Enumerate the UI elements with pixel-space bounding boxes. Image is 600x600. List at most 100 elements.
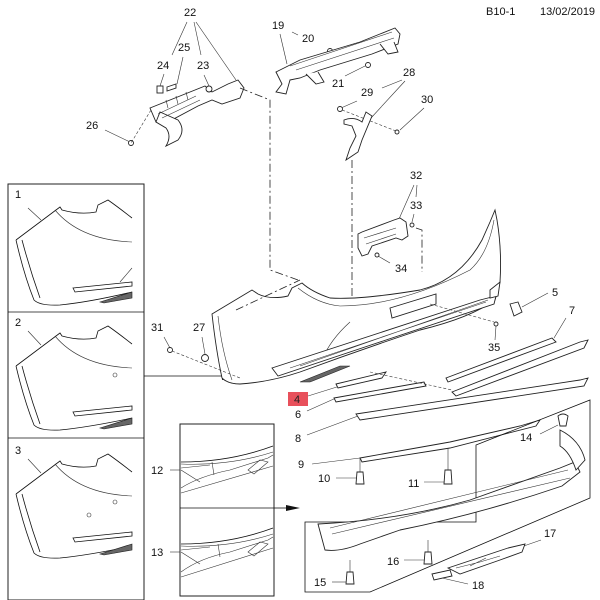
trim-strips[interactable]: 4 6 7 8 9 — [288, 305, 589, 471]
leader-line — [159, 73, 165, 87]
callout-8: 8 — [295, 433, 301, 445]
diagram-code: B10-1 — [486, 6, 516, 18]
callout-35: 35 — [488, 342, 500, 354]
tow-cover-assembly[interactable]: 5 35 — [429, 287, 558, 354]
leader-line — [306, 415, 359, 436]
leader-line — [203, 74, 210, 87]
clip-16 — [423, 551, 433, 565]
tow-hook-cover — [509, 301, 523, 317]
trim-strip-7 — [445, 337, 557, 383]
strip-ridges — [289, 299, 489, 369]
inset-panel-2[interactable]: 2 — [15, 317, 133, 431]
nut-23 — [205, 85, 213, 93]
clip-33 — [409, 222, 415, 228]
diagram-date: 13/02/2019 — [540, 6, 596, 18]
lower-corner — [559, 429, 586, 471]
callout-30: 30 — [421, 94, 433, 106]
callout-33: 33 — [410, 200, 422, 212]
bumper-corner — [489, 280, 501, 299]
detail-panel-13[interactable]: 13 — [151, 527, 274, 578]
leader-line — [539, 424, 559, 435]
leader-line — [193, 21, 202, 56]
callout-32: 32 — [410, 170, 422, 182]
right-bracket-assembly[interactable]: 28 29 30 — [337, 67, 434, 300]
diffuser-hatch — [98, 417, 133, 430]
inset-panels: 1 2 3 — [7, 183, 238, 600]
left-bracket-assembly[interactable]: 22 25 24 23 26 — [86, 7, 299, 281]
strip-detail — [180, 543, 221, 565]
bumper-lower-edge — [15, 239, 133, 306]
leader-line — [377, 255, 391, 264]
clip-24 — [156, 85, 164, 94]
diffuser-ridges — [329, 469, 571, 535]
rear-bumper-cover[interactable] — [211, 208, 502, 385]
leader-line — [201, 336, 206, 355]
inset-panel-1[interactable]: 1 — [15, 189, 133, 306]
callout-6: 6 — [295, 409, 301, 421]
screw-34 — [374, 252, 380, 258]
callout-4[interactable]: 4 — [294, 394, 300, 406]
leader-line — [399, 107, 425, 131]
bracket-14 — [557, 413, 569, 427]
mount-bracket — [357, 217, 409, 257]
callout-12: 12 — [151, 465, 163, 477]
leader-line — [370, 80, 406, 119]
bumper-side-crease — [21, 365, 41, 425]
reflector-strip — [72, 281, 133, 293]
detail-panel-12[interactable]: 12 — [151, 445, 274, 494]
leader-line — [381, 79, 403, 89]
callout-23: 23 — [197, 60, 209, 72]
callout-28: 28 — [403, 67, 415, 79]
bumper-side-crease — [217, 315, 233, 381]
detail-frame — [179, 423, 275, 597]
bumper-lower-edge — [15, 493, 133, 559]
strip-top — [180, 527, 274, 545]
sensor-hole — [86, 512, 92, 518]
callout-13: 13 — [151, 547, 163, 559]
side-bracket-28 — [343, 111, 373, 162]
callout-11: 11 — [408, 478, 419, 490]
license-plate-recess — [389, 293, 437, 319]
assembly-guide-line — [415, 227, 423, 272]
mount-bracket-ribs — [363, 227, 397, 245]
sensor-hole — [112, 372, 118, 378]
sensor-hole — [112, 499, 118, 505]
callout-16: 16 — [387, 556, 399, 568]
reflector-strip — [72, 531, 133, 543]
strip-detail — [180, 461, 215, 483]
push-clips[interactable]: 10 11 — [318, 448, 453, 490]
callout-18: 18 — [472, 580, 484, 592]
inset-panel-3[interactable]: 3 — [15, 445, 133, 559]
callout-29: 29 — [361, 87, 373, 99]
callout-19: 19 — [272, 20, 284, 32]
rail-ribs — [289, 31, 395, 71]
screw-35 — [493, 321, 499, 327]
bracket-ribs — [157, 91, 201, 119]
bumper-body-line — [54, 335, 133, 369]
strip-tab — [247, 459, 269, 475]
nut-27 — [201, 354, 209, 362]
callout-17: 17 — [544, 528, 556, 540]
strip-top — [180, 445, 274, 463]
lower-bumper-panel[interactable]: 14 15 16 17 18 — [304, 399, 591, 593]
callout-15: 15 — [314, 577, 326, 589]
leader-line — [441, 577, 469, 585]
trim-strip-6 — [333, 381, 427, 403]
trim-strip-7b — [451, 339, 589, 397]
bumper-top-crease — [297, 219, 495, 307]
callout-1: 1 — [15, 189, 21, 201]
leader-line — [279, 33, 288, 65]
leader-line — [521, 292, 549, 308]
screw-31 — [167, 347, 173, 353]
screw-leader — [130, 109, 152, 144]
mount-bracket-assembly[interactable]: 32 33 34 — [357, 170, 423, 275]
bumper-cover-outline — [211, 208, 502, 385]
rail-end — [275, 71, 291, 95]
arrow-head — [286, 505, 300, 511]
center-bracket-assembly[interactable]: 19 20 21 — [272, 20, 401, 95]
bolt-21 — [365, 62, 371, 68]
callout-26: 26 — [86, 120, 98, 132]
assembly-guide-line — [235, 279, 301, 311]
side-fasteners[interactable]: 31 27 — [151, 322, 241, 379]
